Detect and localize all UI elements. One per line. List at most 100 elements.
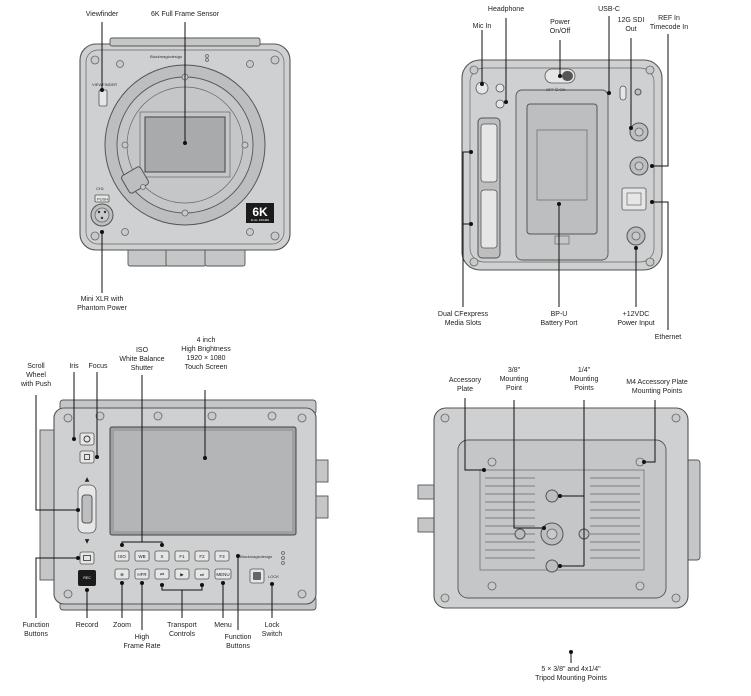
label-sensor: 6K Full Frame Sensor	[150, 11, 220, 18]
callout-dot	[558, 74, 562, 78]
f1-button[interactable]	[174, 550, 190, 562]
callout-dot	[76, 508, 80, 512]
bottom-screw	[440, 413, 450, 423]
f3-button-label: F3	[219, 554, 225, 559]
function-button-left[interactable]	[79, 551, 95, 565]
headphone-jack[interactable]	[495, 99, 505, 109]
callout-dot	[607, 91, 611, 95]
bottom-screw	[671, 413, 681, 423]
side-brand-dot	[281, 551, 285, 555]
menu-button-label: MENU	[216, 572, 229, 577]
m4-plate-screw	[635, 581, 645, 591]
label-function-right: Function Buttons	[224, 634, 252, 650]
lens-release-dot	[140, 184, 146, 190]
label-menu: Menu	[214, 622, 232, 629]
callout-dot	[200, 583, 204, 587]
front-screw	[90, 55, 100, 65]
callout-dot	[120, 581, 124, 585]
label-mic: Mic In	[472, 23, 492, 30]
callout-ethernet	[652, 201, 669, 330]
dc-inner	[631, 231, 641, 241]
callout-dot	[160, 543, 164, 547]
label-usbc: USB-C	[598, 6, 620, 13]
skip-back-icon: ⏮	[160, 572, 164, 577]
callout-dot	[221, 581, 225, 585]
record-button[interactable]	[78, 570, 96, 586]
side-brand-text: Blackmagicdesign	[240, 554, 272, 559]
xlr-push-tab[interactable]	[94, 194, 110, 203]
callout-scroll	[35, 395, 78, 511]
viewfinder-port[interactable]	[98, 89, 108, 107]
skip-forward-button[interactable]	[194, 568, 210, 580]
m4-plate-screw	[487, 457, 497, 467]
focus-button[interactable]	[79, 450, 95, 464]
battery-contact-area	[536, 129, 588, 201]
side-screw	[63, 589, 73, 599]
zoom-icon: ⊕	[120, 572, 124, 577]
label-mini-xlr: Mini XLR with Phantom Power	[77, 296, 127, 312]
side-screw	[297, 413, 307, 423]
xlr-pin	[97, 210, 101, 214]
cfexpress-slot-2[interactable]	[480, 189, 498, 249]
f2-button[interactable]	[194, 550, 210, 562]
ethernet-port[interactable]	[621, 187, 647, 211]
callout-dot	[236, 554, 240, 558]
callout-dot	[469, 222, 473, 226]
bp-u-battery-port[interactable]	[526, 103, 598, 235]
touch-screen-display[interactable]	[114, 431, 292, 531]
label-1-4: 1/4" Mounting Points	[569, 367, 599, 392]
callout-dot	[76, 556, 80, 560]
side-brand-dot	[281, 561, 285, 565]
front-screw	[121, 228, 129, 236]
usb-indicator	[634, 88, 642, 96]
wb-button[interactable]	[134, 550, 150, 562]
rear-screw	[469, 65, 479, 75]
callout-accessory	[464, 398, 484, 471]
front-foot-left	[127, 247, 169, 267]
callout-dot	[558, 494, 562, 498]
f3-button[interactable]	[214, 550, 230, 562]
label-lock: Lock Switch	[261, 622, 283, 638]
callout-dot	[100, 88, 104, 92]
callout-dot	[469, 150, 473, 154]
side-screw	[267, 411, 277, 421]
label-bpu: BP-U Battery Port	[540, 311, 578, 327]
callout-dot	[569, 650, 573, 654]
shutter-button-label: S	[160, 554, 163, 559]
label-viewfinder: Viewfinder	[85, 11, 119, 18]
bottom-screw	[671, 593, 681, 603]
label-screen: 4 inch High Brightness 1920 × 1080 Touch…	[181, 337, 231, 371]
hfr-button[interactable]	[134, 568, 150, 580]
callout-dot	[183, 141, 187, 145]
iris-button[interactable]	[79, 432, 95, 446]
usb-c-port[interactable]	[619, 85, 627, 101]
scroll-wheel[interactable]	[81, 494, 93, 524]
side-screw	[297, 589, 307, 599]
side-screw	[207, 411, 217, 421]
play-button[interactable]	[174, 568, 190, 580]
rear-screw	[469, 257, 479, 267]
label-ref: REF In Timecode In	[649, 15, 689, 31]
side-screw	[95, 411, 105, 421]
ethernet-socket	[626, 192, 642, 206]
bottom-lug	[417, 484, 435, 500]
callout-dot	[650, 200, 654, 204]
cfexpress-slot-1[interactable]	[480, 123, 498, 183]
iso-button-label: ISO	[118, 554, 126, 559]
zoom-button[interactable]	[114, 568, 130, 580]
label-ethernet: Ethernet	[654, 334, 682, 341]
label-focus: Focus	[88, 363, 108, 370]
front-foot-right	[204, 247, 246, 267]
ref-inner	[634, 161, 644, 171]
plate-vent-area	[479, 469, 645, 571]
skip-back-button[interactable]	[154, 568, 170, 580]
label-accessory: Accessory Plate	[448, 377, 482, 393]
callout-dot	[160, 583, 164, 587]
label-power: Power On/Off	[549, 19, 571, 35]
front-foot-center	[165, 247, 207, 267]
shutter-button[interactable]	[154, 550, 170, 562]
iso-button[interactable]	[114, 550, 130, 562]
ch1-mark: CH1	[96, 186, 105, 191]
menu-button[interactable]	[214, 568, 232, 580]
